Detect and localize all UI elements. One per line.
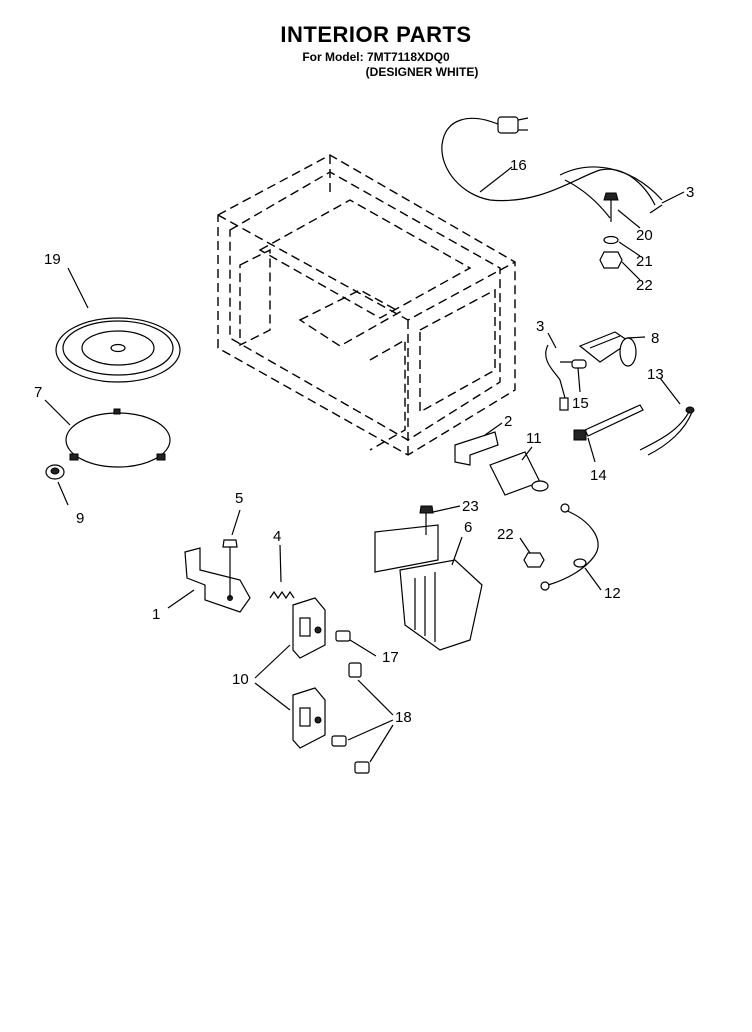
- capacitor: [489, 451, 549, 496]
- diode-nut: [523, 552, 545, 568]
- microwave-cavity: [217, 154, 516, 456]
- callout-22-upper: 22: [636, 277, 653, 294]
- callout-18: 18: [395, 709, 412, 726]
- hex-nut: [599, 251, 623, 269]
- switch-bracket-upper: [348, 662, 362, 678]
- callout-3-cord: 3: [686, 184, 694, 201]
- callout-4: 4: [273, 528, 281, 545]
- callout-14: 14: [590, 467, 607, 484]
- callout-12: 12: [604, 585, 621, 602]
- wire-tie: [573, 404, 644, 441]
- thermal-sensor: [639, 406, 695, 456]
- roller-ring: [65, 408, 171, 468]
- callout-7: 7: [34, 384, 42, 401]
- callout-6: 6: [464, 519, 472, 536]
- callout-15: 15: [572, 395, 589, 412]
- callout-5: 5: [235, 490, 243, 507]
- callout-13: 13: [647, 366, 664, 383]
- turntable-glass-tray: [55, 317, 181, 383]
- air-duct: [374, 524, 483, 651]
- switch-bracket-middle: [331, 735, 347, 747]
- callout-22-lower: 22: [497, 526, 514, 543]
- hv-diode: [540, 503, 599, 591]
- callout-21: 21: [636, 253, 653, 270]
- callout-labels: 19 7 9 1 5 4 10 17 18 6 23 2 11 12 22 3 …: [34, 157, 694, 726]
- callout-1: 1: [152, 606, 160, 623]
- ground-screw: [603, 192, 619, 222]
- callout-11: 11: [526, 430, 542, 447]
- mounting-screw: [222, 539, 238, 598]
- callout-8: 8: [651, 330, 659, 347]
- interlock-switch-upper: [292, 597, 326, 659]
- callout-23: 23: [462, 498, 479, 515]
- drive-coupler: [45, 464, 65, 480]
- page-title: INTERIOR PARTS: [280, 22, 472, 47]
- interlock-switch-lower: [292, 687, 326, 749]
- power-cord: [441, 116, 663, 219]
- callout-20: 20: [636, 227, 653, 244]
- leader-lines: [44, 166, 685, 763]
- switch-bracket-lower: [354, 761, 370, 774]
- callout-10: 10: [232, 671, 249, 688]
- callout-2: 2: [504, 413, 512, 430]
- fuse: [571, 359, 587, 369]
- spring: [269, 590, 295, 600]
- model-variant: (DESIGNER WHITE): [365, 65, 479, 79]
- switch-actuator: [335, 630, 351, 642]
- callout-17: 17: [382, 649, 399, 666]
- duct-screw: [419, 505, 434, 535]
- callout-3-fuse: 3: [536, 318, 544, 335]
- callout-19: 19: [44, 251, 61, 268]
- capacitor-clamp: [454, 431, 499, 466]
- callout-9: 9: [76, 510, 84, 527]
- callout-16: 16: [510, 157, 527, 174]
- wire-terminal: [649, 204, 663, 214]
- door-switch-lever: [184, 547, 251, 613]
- fuse-holder: [578, 331, 637, 367]
- model-number: For Model: 7MT7118XDQ0: [302, 50, 450, 64]
- lock-washer: [603, 235, 619, 245]
